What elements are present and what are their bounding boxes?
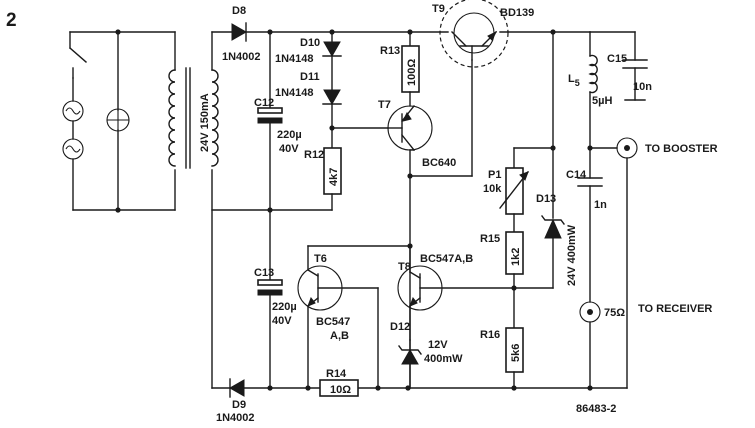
label-c13-value: 220µ	[272, 301, 297, 313]
label-d12-ref: D12	[390, 321, 410, 333]
label-c13-ref: C13	[254, 267, 274, 279]
label-r14-ref: R14	[326, 368, 347, 380]
heatsink-outline	[439, 0, 509, 68]
transistor-t9-icon	[453, 12, 495, 54]
transformer-primary-icon	[168, 69, 176, 167]
label-t9-type: BD139	[500, 7, 534, 19]
label-t6-ref: T6	[314, 253, 327, 265]
label-t7-ref: T7	[378, 99, 391, 111]
label-r16-value: 5k6	[510, 344, 522, 362]
diode-d10-icon	[323, 41, 341, 58]
transistor-t9	[439, 0, 509, 68]
label-c15-value: 10n	[633, 81, 652, 93]
label-d9-type: 1N4002	[216, 412, 255, 424]
label-c15-ref: C15	[607, 53, 627, 65]
output-section	[577, 31, 648, 391]
label-d11-type: 1N4148	[275, 87, 314, 99]
label-d12-rating-p: 400mW	[424, 353, 463, 365]
label-c14-value: 1n	[594, 199, 607, 211]
transformer-rating: 24V 150mA	[199, 93, 211, 152]
label-r13-value: 100Ω	[406, 59, 418, 86]
label-c12-voltage: 40V	[279, 143, 299, 155]
label-r12-value: 4k7	[328, 168, 340, 186]
zener-d13-icon	[544, 218, 562, 239]
resistor-r14	[319, 379, 359, 397]
capacitor-stack	[211, 31, 283, 389]
label-c13-voltage: 40V	[272, 315, 292, 327]
label-t6-type1: BC547	[316, 316, 350, 328]
label-c14-ref: C14	[566, 169, 587, 181]
capacitor-c13-icon	[257, 279, 283, 286]
label-d10-type: 1N4148	[275, 53, 314, 65]
power-rails	[211, 22, 591, 398]
diode-d9-icon	[228, 379, 245, 397]
label-r14-value: 10Ω	[330, 384, 351, 396]
label-d9-ref: D9	[232, 399, 246, 411]
label-d8-ref: D8	[232, 5, 246, 17]
label-d11-ref: D11	[300, 71, 320, 83]
label-l5-value: 5µH	[592, 95, 612, 107]
diode-d8-icon	[231, 23, 248, 41]
label-t9-ref: T9	[432, 3, 445, 15]
label-t7-type: BC640	[422, 157, 456, 169]
label-d12-rating-v: 12V	[428, 339, 448, 351]
transistor-t6	[297, 245, 411, 391]
label-d13-rating: 24V 400mW	[566, 224, 578, 286]
capacitor-c12-icon	[257, 107, 283, 114]
label-l5-ref: L5	[568, 73, 580, 88]
bias-chain	[269, 31, 420, 211]
label-r16-ref: R16	[480, 329, 500, 341]
label-d10-ref: D10	[300, 37, 320, 49]
component-labels: D8 1N4002 D9 1N4002 D10 1N4148 D11 1N414…	[216, 3, 718, 424]
diode-d11-icon	[323, 89, 341, 106]
label-p1-value: 10k	[483, 183, 502, 195]
figure-number: 2	[6, 10, 17, 31]
feedback-network	[499, 31, 565, 389]
label-d13-ref: D13	[536, 193, 556, 205]
label-to-booster: TO BOOSTER	[645, 143, 718, 155]
label-t6-type2: A,B	[330, 330, 349, 342]
label-t8-type: BC547A,B	[420, 253, 473, 265]
mains-input: 24V 150mA	[62, 29, 219, 389]
label-d8-type: 1N4002	[222, 51, 261, 63]
label-to-receiver: TO RECEIVER	[638, 303, 712, 315]
label-p1-ref: P1	[488, 169, 501, 181]
inductor-l5-icon	[588, 54, 598, 94]
transformer-secondary-icon	[211, 69, 219, 167]
transistor-t8	[397, 245, 517, 389]
label-r15-value: 1k2	[510, 248, 522, 266]
label-r13-ref: R13	[380, 45, 400, 57]
label-impedance: 75Ω	[604, 307, 625, 319]
label-t8-ref: T8	[398, 261, 411, 273]
label-c12-value: 220µ	[277, 129, 302, 141]
label-c12-ref: C12	[254, 97, 274, 109]
label-r12-ref: R12	[304, 149, 324, 161]
figure-code: 86483-2	[576, 403, 616, 415]
resistor-r14-group	[319, 379, 359, 397]
zener-d12-icon	[401, 348, 419, 365]
label-r15-ref: R15	[480, 233, 500, 245]
